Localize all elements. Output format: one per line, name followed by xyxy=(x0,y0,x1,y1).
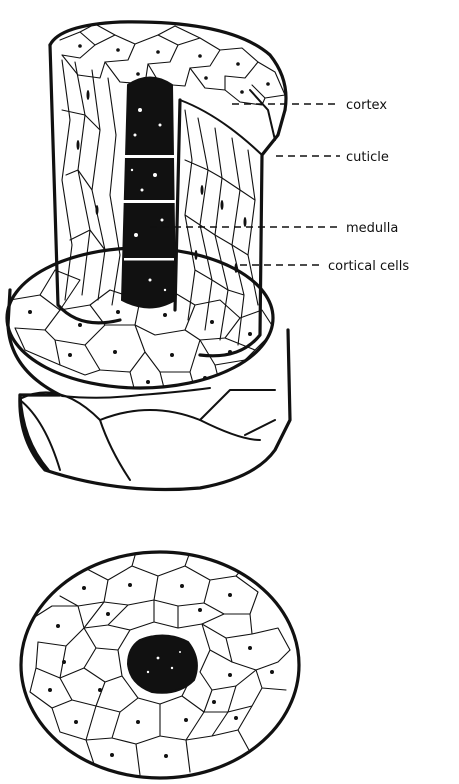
medulla-core xyxy=(122,78,175,308)
label-cuticle-group: cuticle xyxy=(276,150,389,165)
cortical-spindle-cells-left xyxy=(62,60,120,305)
label-cortical-cells: cortical cells xyxy=(328,259,409,274)
base-cell-nuclei xyxy=(28,310,252,384)
hair-cross-section xyxy=(21,552,299,778)
label-cortex: cortex xyxy=(346,98,387,113)
label-cuticle: cuticle xyxy=(346,150,389,165)
label-medulla: medulla xyxy=(346,221,398,236)
label-cortical-cells-group: cortical cells xyxy=(240,259,409,274)
column-top-nuclei xyxy=(78,44,270,94)
hair-3d-cutaway xyxy=(7,22,290,490)
label-cortex-group: cortex xyxy=(232,98,387,113)
cuticle-layer xyxy=(8,290,290,490)
cross-section-medulla xyxy=(128,635,197,692)
